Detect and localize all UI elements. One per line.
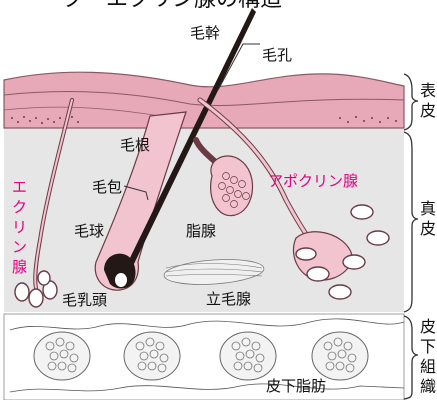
layer-epidermis: 表 皮 (420, 81, 437, 120)
label-hikashibo: 皮下脂肪 (266, 377, 326, 395)
layer-brackets (404, 74, 418, 399)
label-eccrine-c4: ン (12, 238, 27, 256)
label-nyuto: 毛乳頭 (62, 291, 107, 309)
label-mohou: 毛包 (92, 178, 122, 196)
label-mokon: 毛根 (120, 136, 150, 154)
label-shisen: 脂腺 (186, 222, 216, 240)
label-mokan: 毛幹 (190, 24, 220, 42)
label-apocrine: アポクリン腺 (268, 172, 358, 190)
label-rimosen: 立毛腺 (206, 290, 251, 308)
label-eccrine-c3: リ (12, 218, 27, 236)
label-mokyu: 毛球 (74, 222, 104, 240)
layer-dermis: 真 皮 (420, 199, 437, 238)
label-eccrine-c2: ク (12, 198, 27, 216)
layer-subcutis: 皮 下 組 織 (420, 317, 437, 396)
label-eccrine-c1: エ (12, 178, 27, 196)
title-fragment: ク エクリン腺の構造 (62, 0, 282, 12)
label-moko: 毛孔 (262, 46, 292, 64)
label-eccrine-c5: 腺 (12, 258, 27, 276)
dermal-papilla (115, 273, 127, 287)
